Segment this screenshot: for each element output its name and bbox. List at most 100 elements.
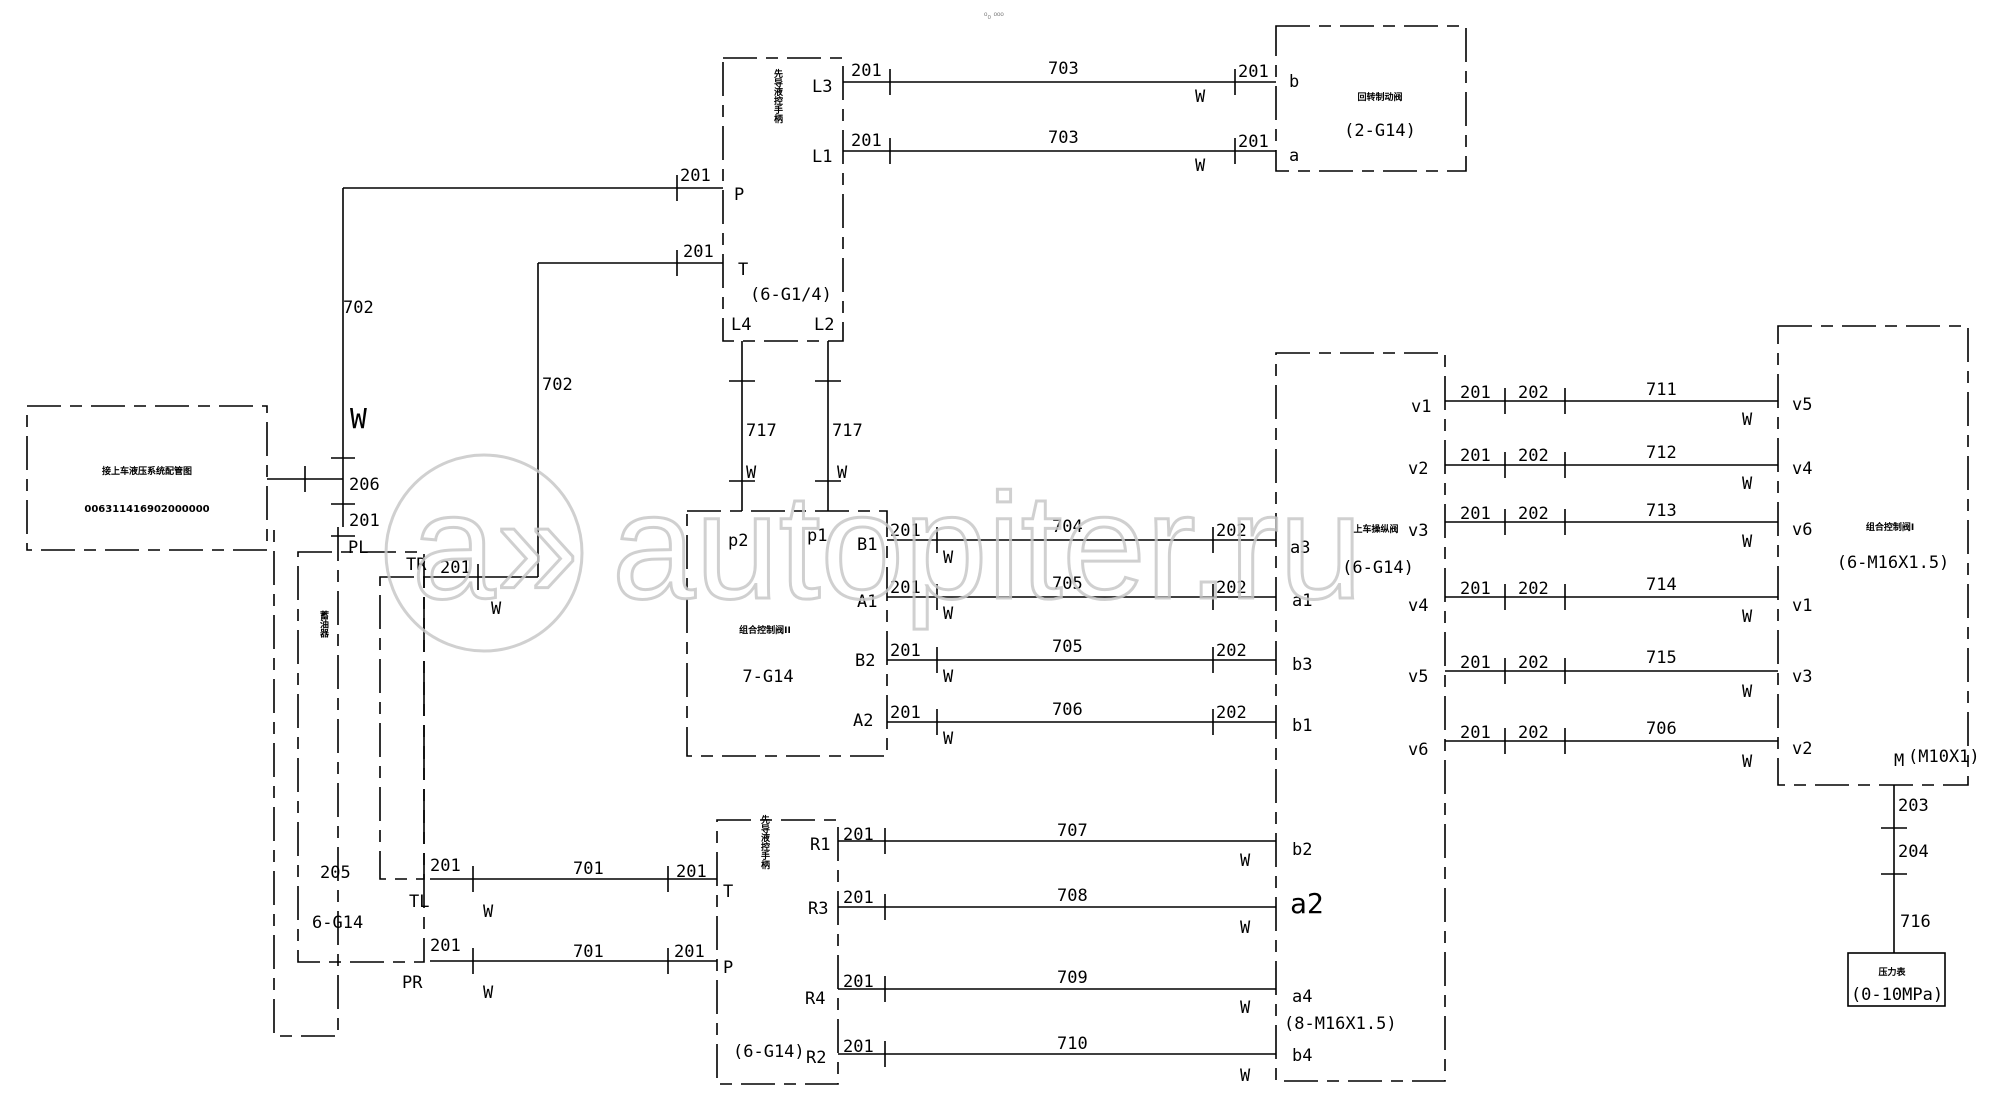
accumulator-port-tl: TL [409, 892, 429, 912]
header-mark: ᵒ₀ ᵒᵒᵒ [984, 10, 1004, 20]
combo-ii-port-p1: p1 [807, 526, 827, 546]
code-201-l1: 201 [851, 131, 882, 151]
pilot-bottom-port-r3: R3 [808, 899, 828, 919]
code-201-pl: 201 [349, 511, 380, 531]
pilot-bottom-port-r4: R4 [805, 989, 825, 1009]
code-202-v6: 202 [1518, 723, 1549, 743]
code-201-r2: 201 [843, 1037, 874, 1057]
pilot-bottom-port-r2: R2 [806, 1048, 826, 1068]
w-713: W [1742, 532, 1753, 552]
code-202-v4: 202 [1518, 579, 1549, 599]
swing-brake-port-b: b [1289, 72, 1299, 92]
pressure-gauge: 压力表 (0-10MPa) [1847, 952, 1946, 1007]
combo-ii-port-p2: p2 [728, 531, 748, 551]
combo-i-port-v5: v5 [1792, 395, 1812, 415]
code-201-v6: 201 [1460, 723, 1491, 743]
code-202-b1: 202 [1216, 703, 1247, 723]
code-202-v1: 202 [1518, 383, 1549, 403]
w-709: W [1240, 998, 1251, 1018]
upper-valve-title: 上车操纵阀 [1353, 523, 1398, 535]
accumulator: 蓄油器 PL TR TL PR 205 6-G14 [273, 527, 429, 1037]
w-706-mid: W [943, 729, 954, 749]
upper-valve-port-b2: b2 [1292, 840, 1312, 860]
pipe-702-right: 702 [542, 375, 573, 395]
pilot-bottom-port-r1: R1 [810, 835, 830, 855]
w-717-right: W [837, 463, 848, 483]
pilot-handle-top: 先导液控手柄 P T (6-G1/4) L3 L1 L4 L2 [722, 57, 844, 342]
w-710: W [1240, 1066, 1251, 1086]
w-717-left: W [746, 463, 757, 483]
gauge-title: 压力表 [1878, 966, 1906, 978]
pipe-714: 714 [1646, 575, 1677, 595]
accumulator-code: 205 [320, 863, 351, 883]
combo-i-port-v3: v3 [1792, 667, 1812, 687]
pipe-707: 707 [1057, 821, 1088, 841]
pipe-703-top: 703 [1048, 59, 1079, 79]
code-201-bp: 201 [674, 942, 705, 962]
accumulator-port-tr: TR [406, 555, 427, 575]
pilot-top-port-l2: L2 [814, 315, 834, 335]
pipe-labels: W 206 201 702 201 702 201 201 W 201 703 … [343, 59, 1931, 1086]
w-701-bottom: W [483, 983, 494, 1003]
pipe-712: 712 [1646, 443, 1677, 463]
swing-brake-spec: (2-G14) [1344, 121, 1416, 141]
code-201-r1: 201 [843, 825, 874, 845]
combo-i-port-v6: v6 [1792, 520, 1812, 540]
accumulator-spec: 6-G14 [312, 913, 363, 933]
code-201-bt: 201 [676, 862, 707, 882]
w-711: W [1742, 410, 1753, 430]
accumulator-title: 蓄油器 [318, 609, 330, 638]
pilot-handle-bottom: 先导液控手柄 T P R1 R3 R4 R2 (6-G14) [716, 814, 839, 1085]
code-201-v3: 201 [1460, 504, 1491, 524]
pilot-top-port-l1: L1 [812, 147, 832, 167]
pipe-717-right: 717 [832, 421, 863, 441]
pipe-715: 715 [1646, 648, 1677, 668]
supply-block-part-number: 006311416902000000 [84, 504, 209, 515]
pilot-top-spec: (6-G1/4) [750, 285, 832, 305]
combo-ii-title: 组合控制阀II [739, 624, 791, 636]
pipe-706-right: 706 [1646, 719, 1677, 739]
swing-brake-valve: 回转制动阀 (2-G14) b a [1275, 25, 1467, 172]
combo-i-spec: (6-M16X1.5) [1837, 553, 1950, 573]
code-201-a2: 201 [890, 703, 921, 723]
pipe-711: 711 [1646, 380, 1677, 400]
accumulator-port-pr: PR [402, 973, 423, 993]
combo-ii-port-a1: A1 [857, 592, 877, 612]
w-708: W [1240, 918, 1251, 938]
upper-valve-port-b1: b1 [1292, 716, 1312, 736]
gauge-range: (0-10MPa) [1851, 985, 1943, 1005]
upper-control-valve: 上车操纵阀 (6-G14) (8-M16X1.5) a3 a1 b3 b1 b2… [1275, 352, 1446, 1082]
combo-ii-port-b2: B2 [855, 651, 875, 671]
accumulator-port-pl: PL [348, 538, 368, 558]
pilot-bottom-port-p: P [723, 958, 733, 978]
pipe-709: 709 [1057, 968, 1088, 988]
pilot-top-port-t: T [738, 260, 748, 280]
supply-w-label: W [350, 402, 367, 435]
code-201-b: 201 [1238, 62, 1269, 82]
code-202-a1: 202 [1216, 578, 1247, 598]
code-202-b3: 202 [1216, 641, 1247, 661]
code-202-v5: 202 [1518, 653, 1549, 673]
upper-valve-port-a4: a4 [1292, 987, 1312, 1007]
combo-ii-port-b1: B1 [857, 535, 877, 555]
pipe-706-mid: 706 [1052, 700, 1083, 720]
pipe-705-top: 705 [1052, 574, 1083, 594]
pipe-703-bottom: 703 [1048, 128, 1079, 148]
code-204: 204 [1898, 842, 1929, 862]
combo-i-port-v2: v2 [1792, 739, 1812, 759]
upper-valve-port-v3: v3 [1408, 521, 1428, 541]
upper-valve-port-a2: a2 [1290, 887, 1324, 920]
pipe-704: 704 [1052, 517, 1083, 537]
combo-i-port-v1: v1 [1792, 596, 1812, 616]
upper-valve-port-b3: b3 [1292, 655, 1312, 675]
pilot-top-title: 先导液控手柄 [772, 68, 783, 124]
code-201-r3: 201 [843, 888, 874, 908]
pilot-bottom-title: 先导液控手柄 [759, 814, 770, 870]
upper-valve-port-v2: v2 [1408, 459, 1428, 479]
code-201-pr: 201 [430, 936, 461, 956]
combo-control-valve-ii: 组合控制阀II 7-G14 p2 p1 B1 A1 B2 A2 [686, 510, 888, 757]
pipe-710: 710 [1057, 1034, 1088, 1054]
w-703-top: W [1195, 87, 1206, 107]
pipe-716: 716 [1900, 912, 1931, 932]
